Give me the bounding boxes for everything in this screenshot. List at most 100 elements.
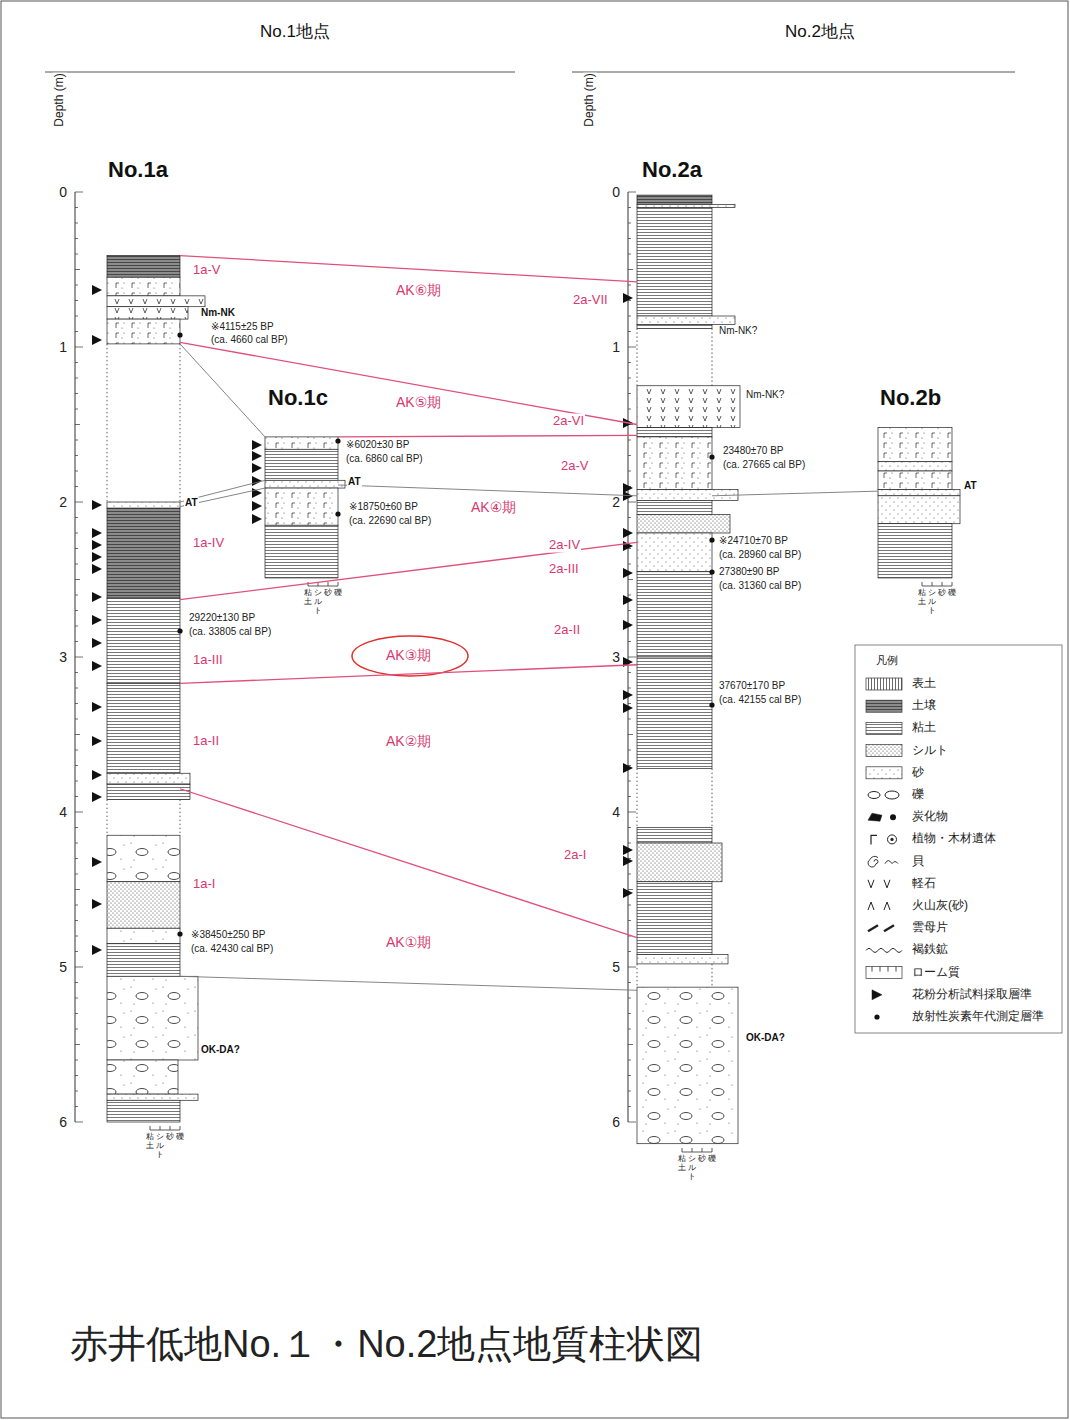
radiocarbon-dot xyxy=(177,931,182,936)
pollen-sample-marker xyxy=(92,770,102,780)
radiocarbon-dot xyxy=(709,454,714,459)
legend-swatch xyxy=(868,880,890,888)
pollen-sample-marker xyxy=(623,703,633,713)
strata-layer xyxy=(107,307,188,319)
grain-scale-tick xyxy=(180,1126,181,1130)
core-column-art xyxy=(878,428,960,578)
depth-value: 3 xyxy=(611,649,621,665)
legend-swatch xyxy=(866,767,902,779)
ruler-tick xyxy=(628,502,636,503)
strata-layer xyxy=(107,835,180,882)
grain-size-label: 礫 xyxy=(176,1133,184,1142)
pollen-sample-marker xyxy=(92,736,102,746)
ruler-tick xyxy=(628,1091,631,1092)
strata-layer xyxy=(637,843,722,882)
ruler-tick xyxy=(628,285,631,286)
core-column: No.1c xyxy=(265,437,338,578)
ruler-tick xyxy=(75,316,78,317)
ruler-tick xyxy=(75,207,78,208)
ruler-tick xyxy=(628,1044,633,1045)
tephra-label: OK-DA? xyxy=(745,1032,786,1044)
strata-layer xyxy=(637,428,712,437)
period-label: AK⑤期 xyxy=(395,394,442,410)
core-column: No.2b xyxy=(878,428,952,578)
date-label: ※24710±70 BP xyxy=(718,535,789,547)
date-label: (ca. 31360 cal BP) xyxy=(718,580,802,592)
unit-label: 1a-II xyxy=(192,734,220,749)
swatch-symbol xyxy=(868,925,894,931)
correlation-line xyxy=(180,488,265,507)
swatch-symbol xyxy=(888,835,897,844)
ruler-tick xyxy=(628,595,631,596)
ruler-tick xyxy=(75,781,78,782)
ruler-tick xyxy=(628,254,631,255)
date-label: (ca. 22690 cal BP) xyxy=(348,515,432,527)
date-label: (ca. 27665 cal BP) xyxy=(722,459,806,471)
ruler-tick xyxy=(75,982,78,983)
ruler-tick xyxy=(75,1091,78,1092)
date-label: 23480±70 BP xyxy=(722,445,785,457)
strata-layer xyxy=(265,525,338,578)
strata-layer xyxy=(107,976,198,1060)
core-gap-line xyxy=(107,800,108,836)
ruler-tick xyxy=(75,703,78,704)
strata-layer xyxy=(107,256,180,278)
strata-layer xyxy=(637,208,712,317)
ruler-tick xyxy=(75,657,83,658)
correlation-line xyxy=(180,342,637,424)
tephra-label: AT xyxy=(184,497,199,509)
header-rule xyxy=(572,72,1015,73)
radiocarbon-dot xyxy=(709,537,714,542)
ruler-tick xyxy=(75,610,78,611)
strata-layer xyxy=(107,882,180,929)
ruler-tick xyxy=(75,796,78,797)
pollen-sample-marker xyxy=(92,552,102,562)
swatch-symbol xyxy=(872,967,896,972)
legend-text: 土壌 xyxy=(912,699,936,713)
ruler-tick xyxy=(628,672,631,673)
grain-scale-tick xyxy=(932,582,933,586)
ruler-tick xyxy=(628,750,631,751)
ruler-tick xyxy=(75,967,83,968)
ruler-tick xyxy=(628,641,631,642)
strata-layer xyxy=(637,514,730,533)
depth-ruler xyxy=(75,192,83,1122)
ruler-tick xyxy=(75,409,78,410)
depth-value: 2 xyxy=(611,494,621,510)
ruler-tick xyxy=(628,1122,636,1123)
legend-swatch xyxy=(866,722,902,734)
ruler-tick xyxy=(75,331,78,332)
legend-swatch xyxy=(866,948,902,952)
date-label: ※4115±25 BP xyxy=(210,321,275,333)
column-heading: No.2b xyxy=(880,385,941,410)
grain-scale-tick xyxy=(692,1148,693,1152)
depth-value: 3 xyxy=(58,649,68,665)
pollen-sample-marker xyxy=(92,792,102,802)
ruler-tick xyxy=(75,936,78,937)
grain-size-label: 砂 xyxy=(324,589,332,598)
column-heading: No.1c xyxy=(268,385,328,410)
ruler-tick xyxy=(75,300,78,301)
ruler-tick xyxy=(75,889,80,890)
swatch-symbol xyxy=(868,856,878,867)
legend-text: 粘土 xyxy=(912,721,936,735)
pollen-sample-marker xyxy=(623,690,633,700)
depth-axis-title: Depth (m) xyxy=(583,72,597,127)
strata-layer xyxy=(107,508,180,598)
swatch-symbol xyxy=(890,814,896,820)
grain-size-label: 粘土 xyxy=(678,1155,686,1173)
swatch-symbol xyxy=(885,861,898,864)
ruler-tick xyxy=(75,1013,78,1014)
period-label: AK⑥期 xyxy=(395,282,442,298)
correlation-line xyxy=(712,491,878,496)
date-label: ※6020±30 BP xyxy=(345,439,410,451)
ruler-tick xyxy=(75,595,78,596)
ruler-tick xyxy=(75,905,78,906)
period-label: AK②期 xyxy=(385,733,432,749)
ruler-tick xyxy=(628,347,636,348)
grain-scale-tick xyxy=(922,582,923,586)
depth-value: 2 xyxy=(58,494,68,510)
legend-text: 貝 xyxy=(912,855,924,869)
ruler-tick xyxy=(628,1029,631,1030)
